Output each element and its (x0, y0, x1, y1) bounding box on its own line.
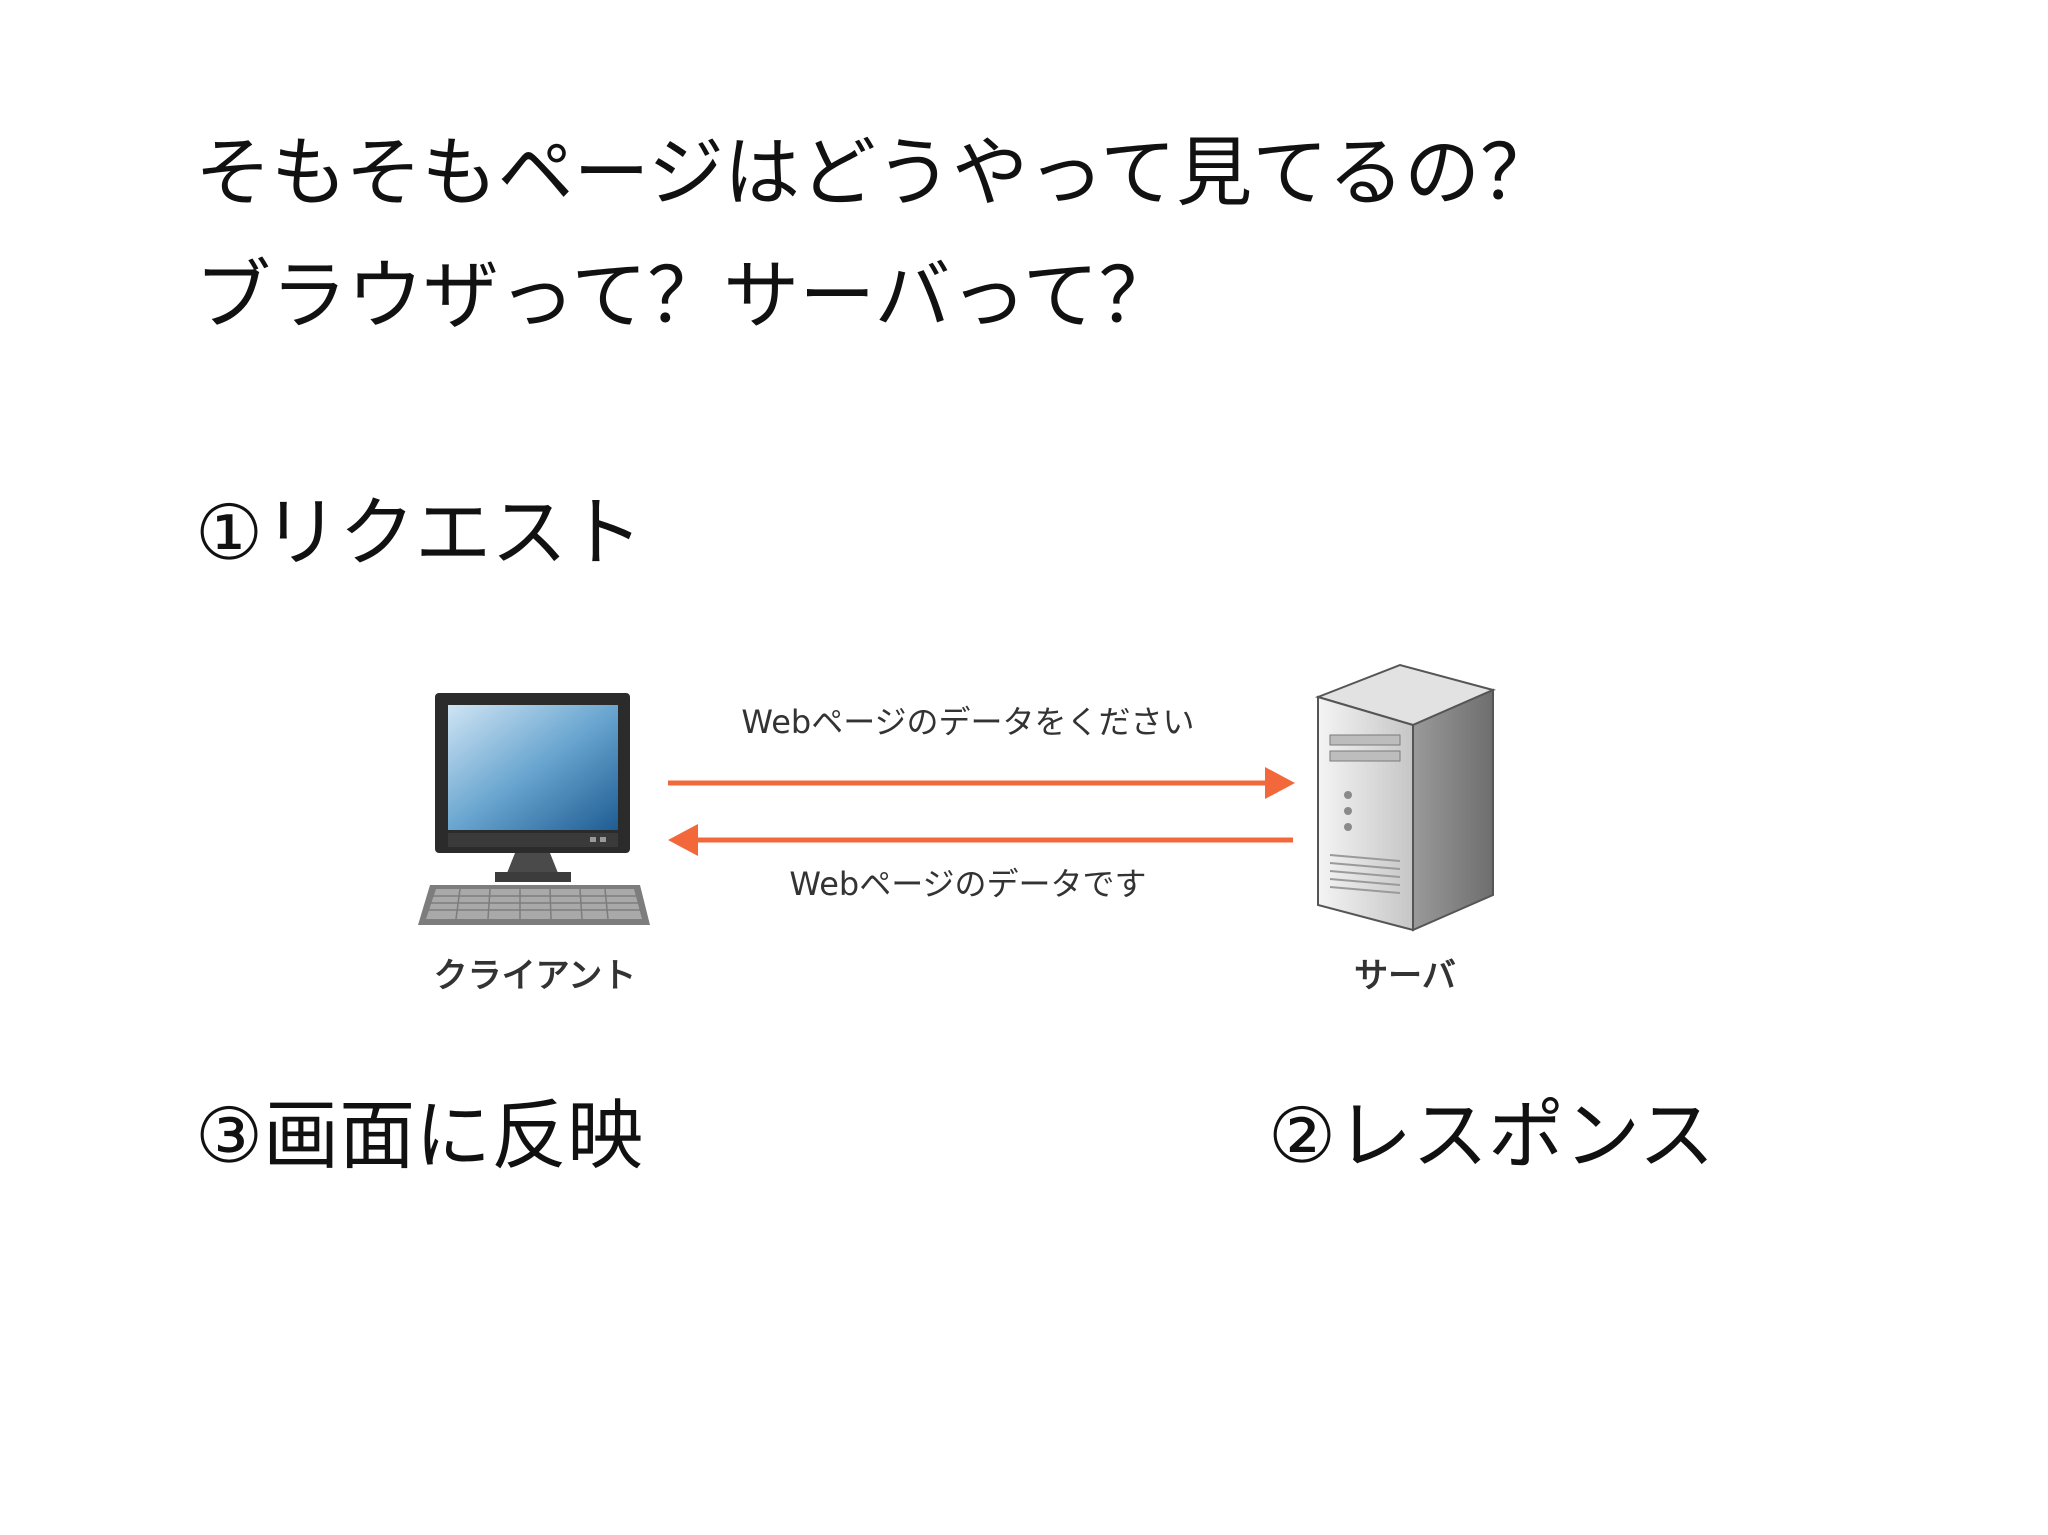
client-server-diagram: クライアント Webページのデータをください Webページのデータです (418, 663, 1497, 996)
client-label: クライアント (434, 956, 637, 996)
step-render-label: ③画面に反映 (195, 1091, 644, 1180)
response-arrow (668, 824, 1293, 856)
step-response-label: ②レスポンス (1268, 1091, 1715, 1180)
response-message: Webページのデータです (789, 865, 1146, 903)
step-request-label: ①リクエスト (195, 488, 644, 577)
request-arrow (668, 767, 1295, 799)
client-computer-icon (418, 693, 650, 925)
title-line-2: ブラウザって？サーバって？ (195, 251, 1175, 340)
title-line-1: そもそもページはどうやって見てるの？ (195, 128, 1557, 217)
server-tower-icon (1314, 663, 1497, 932)
server-label: サーバ (1354, 956, 1456, 996)
request-message: Webページのデータをください (741, 703, 1194, 741)
